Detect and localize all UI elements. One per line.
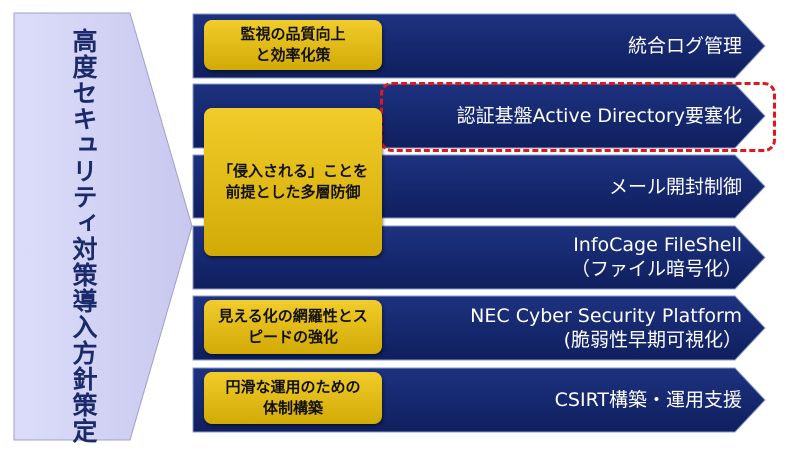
measure-5: NEC Cyber Security Platform(脆弱性早期可視化） [470,304,742,352]
highlight-dashed-box [380,82,776,152]
measure-6: CSIRT構築・運用支援 [554,389,742,411]
measure-5-line2: (脆弱性早期可視化） [563,329,742,351]
category-label-1: 監視の品質向上と効率化策 [240,25,346,64]
measure-4-line1: InfoCage FileShell [573,234,742,256]
measure-4-line2: （ファイル暗号化） [570,258,742,280]
category-box-1: 監視の品質向上と効率化策 [204,20,382,70]
measure-4: InfoCage FileShell（ファイル暗号化） [571,233,742,281]
category-box-3: 見える化の網羅性とスピードの強化 [204,300,382,354]
measure-5-line1: NEC Cyber Security Platform [470,305,742,327]
category-label-3: 見える化の網羅性とスピードの強化 [218,307,368,346]
left-policy-arrow [13,12,193,441]
category-box-4: 円滑な運用のための体制構築 [204,372,382,424]
measure-2: 認証基盤Active Directory要塞化 [456,105,742,127]
category-box-2: 「侵入される」ことを前提とした多層防御 [204,108,382,256]
category-label-4: 円滑な運用のための体制構築 [225,378,361,417]
measure-3: メール開封制御 [608,176,742,198]
left-policy-label: 高度セキュリティ対策導入方針策定 [69,28,98,444]
measure-1: 統合ログ管理 [627,35,742,57]
category-label-2: 「侵入される」ことを前提とした多層防御 [217,162,368,201]
